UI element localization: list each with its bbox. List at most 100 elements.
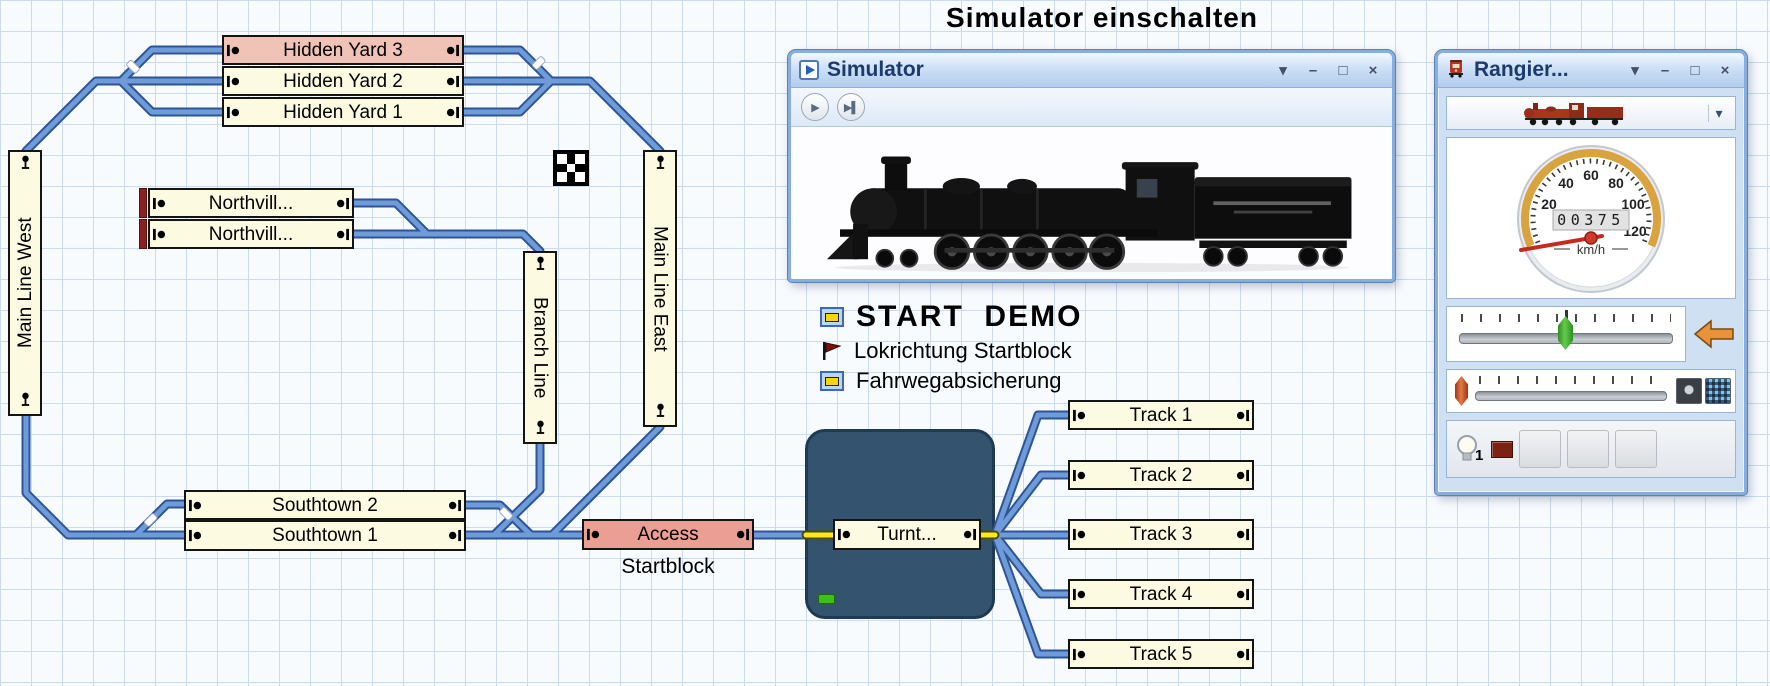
sensor-icon — [447, 499, 462, 512]
legend-label: Fahrwegabsicherung — [856, 368, 1062, 393]
sensor-icon — [837, 528, 852, 541]
function-button-empty[interactable] — [1567, 430, 1610, 468]
odometer-value: 00375 — [1557, 211, 1625, 229]
red-function-button[interactable] — [1491, 440, 1514, 458]
switch-marker[interactable] — [126, 59, 140, 74]
simulator-titlebar[interactable]: Simulator ▾ – □ × — [791, 53, 1392, 88]
sensor-icon — [1072, 648, 1087, 661]
block-branch-line[interactable]: Branch Line — [523, 251, 557, 444]
block-main-line-east[interactable]: Main Line East — [643, 150, 677, 427]
dropdown-icon[interactable]: ▾ — [1631, 62, 1639, 79]
function-button-row: 1 — [1446, 420, 1736, 478]
block-southtown-2[interactable]: Southtown 2 — [184, 490, 466, 520]
legend-label: Lokrichtung Startblock — [854, 338, 1072, 363]
page-title: Simulator einschalten — [946, 2, 1258, 33]
legend-label: START DEMO — [856, 300, 1083, 333]
block-label: Track 1 — [1129, 405, 1193, 425]
route-block-icon[interactable] — [820, 307, 844, 327]
odometer-frame — [1552, 209, 1630, 231]
block-label: Southtown 2 — [272, 495, 378, 515]
simulator-viewport — [791, 127, 1392, 279]
loco-selector-dropdown[interactable]: ▾ — [1446, 96, 1736, 130]
block-label: Northvill... — [208, 193, 294, 213]
block-hidden-yard-1[interactable]: Hidden Yard 1 — [222, 97, 464, 127]
close-button[interactable]: × — [1720, 61, 1730, 79]
gauge-tick-label: 40 — [1558, 175, 1574, 191]
switch-marker[interactable] — [143, 513, 158, 527]
gauge-tick-label: 80 — [1608, 175, 1624, 191]
block-track-5[interactable]: Track 5 — [1068, 639, 1254, 669]
block-track-4[interactable]: Track 4 — [1068, 579, 1254, 609]
light-function-button[interactable]: 1 — [1455, 434, 1483, 464]
function-button-empty[interactable] — [1615, 430, 1658, 468]
block-northville-b[interactable]: Northvill... — [148, 219, 354, 249]
sensor-icon — [1235, 528, 1250, 541]
sensor-icon — [188, 499, 203, 512]
route-block-icon[interactable] — [820, 371, 844, 391]
block-access[interactable]: Access — [582, 519, 754, 550]
sensor-icon — [445, 44, 460, 57]
block-label: Track 2 — [1129, 465, 1193, 485]
rangier-body: ▾ 20 40 60 80 100 120 00375 — [1438, 88, 1744, 492]
block-track-3[interactable]: Track 3 — [1068, 519, 1254, 550]
slider-tick-marks — [1479, 376, 1663, 384]
minimize-button[interactable]: – — [1308, 61, 1318, 79]
block-main-line-west[interactable]: Main Line West — [8, 150, 42, 416]
speed-slider-handle[interactable] — [1558, 316, 1573, 350]
sensor-icon — [447, 529, 462, 542]
sensor-icon — [152, 228, 167, 241]
gauge-arc — [1521, 149, 1661, 248]
bulb-icon — [1457, 435, 1477, 461]
simulator-window-icon — [799, 60, 819, 80]
simulator-toolbar: ▶ ▶▌ — [791, 88, 1392, 127]
block-track-1[interactable]: Track 1 — [1068, 400, 1254, 430]
signal-icon — [20, 392, 31, 411]
rangier-window: Rangier... ▾ – □ × — [1434, 49, 1748, 496]
sensor-icon — [962, 528, 977, 541]
brake-slider[interactable] — [1446, 369, 1736, 413]
direction-arrow-button[interactable] — [1692, 319, 1736, 349]
dropdown-icon[interactable]: ▾ — [1279, 62, 1287, 79]
brake-slider-handle[interactable] — [1455, 376, 1468, 406]
switch-marker[interactable] — [499, 506, 513, 521]
red-flag-icon[interactable] — [820, 340, 842, 362]
loco-direction-marker — [139, 219, 147, 249]
block-track-2[interactable]: Track 2 — [1068, 460, 1254, 490]
maximize-button[interactable]: □ — [1690, 61, 1700, 79]
close-button[interactable]: × — [1368, 61, 1378, 79]
knob-button[interactable] — [1676, 378, 1702, 404]
minimize-button[interactable]: – — [1660, 61, 1670, 79]
play-button[interactable]: ▶ — [801, 93, 829, 121]
maximize-button[interactable]: □ — [1338, 61, 1348, 79]
block-southtown-1[interactable]: Southtown 1 — [184, 520, 466, 551]
sensor-icon — [586, 528, 601, 541]
gauge-tick-label: 60 — [1583, 167, 1599, 183]
speed-slider[interactable] — [1446, 306, 1686, 362]
light-function-number: 1 — [1475, 447, 1484, 464]
function-button-empty[interactable] — [1519, 430, 1562, 468]
sensor-icon — [226, 106, 241, 119]
sensor-icon — [1072, 528, 1087, 541]
block-label: Southtown 1 — [272, 526, 378, 545]
switch-marker[interactable] — [531, 56, 546, 70]
block-turntable[interactable]: Turnt... — [833, 519, 981, 550]
gauge-tick-label: 100 — [1621, 196, 1645, 212]
rangier-titlebar[interactable]: Rangier... ▾ – □ × — [1438, 53, 1744, 88]
legend: START DEMO Lokrichtung Startblock Fahrwe… — [820, 300, 1082, 398]
chevron-down-icon[interactable]: ▾ — [1708, 104, 1729, 122]
step-button[interactable]: ▶▌ — [837, 93, 865, 121]
block-hidden-yard-3[interactable]: Hidden Yard 3 — [222, 35, 464, 65]
block-hidden-yard-2[interactable]: Hidden Yard 2 — [222, 66, 464, 96]
sensor-icon — [1072, 469, 1087, 482]
slider-center-tick — [1565, 310, 1568, 324]
window-title: Simulator — [827, 58, 924, 81]
sensor-icon — [1072, 409, 1087, 422]
pattern-button[interactable] — [1705, 378, 1731, 404]
signal-icon — [535, 420, 546, 439]
view-marker-icon[interactable] — [553, 150, 589, 191]
sensor-icon — [226, 44, 241, 57]
block-northville-a[interactable]: Northvill... — [148, 188, 354, 218]
gauge-tick-label: 20 — [1541, 196, 1557, 212]
slider-track[interactable] — [1475, 391, 1667, 401]
